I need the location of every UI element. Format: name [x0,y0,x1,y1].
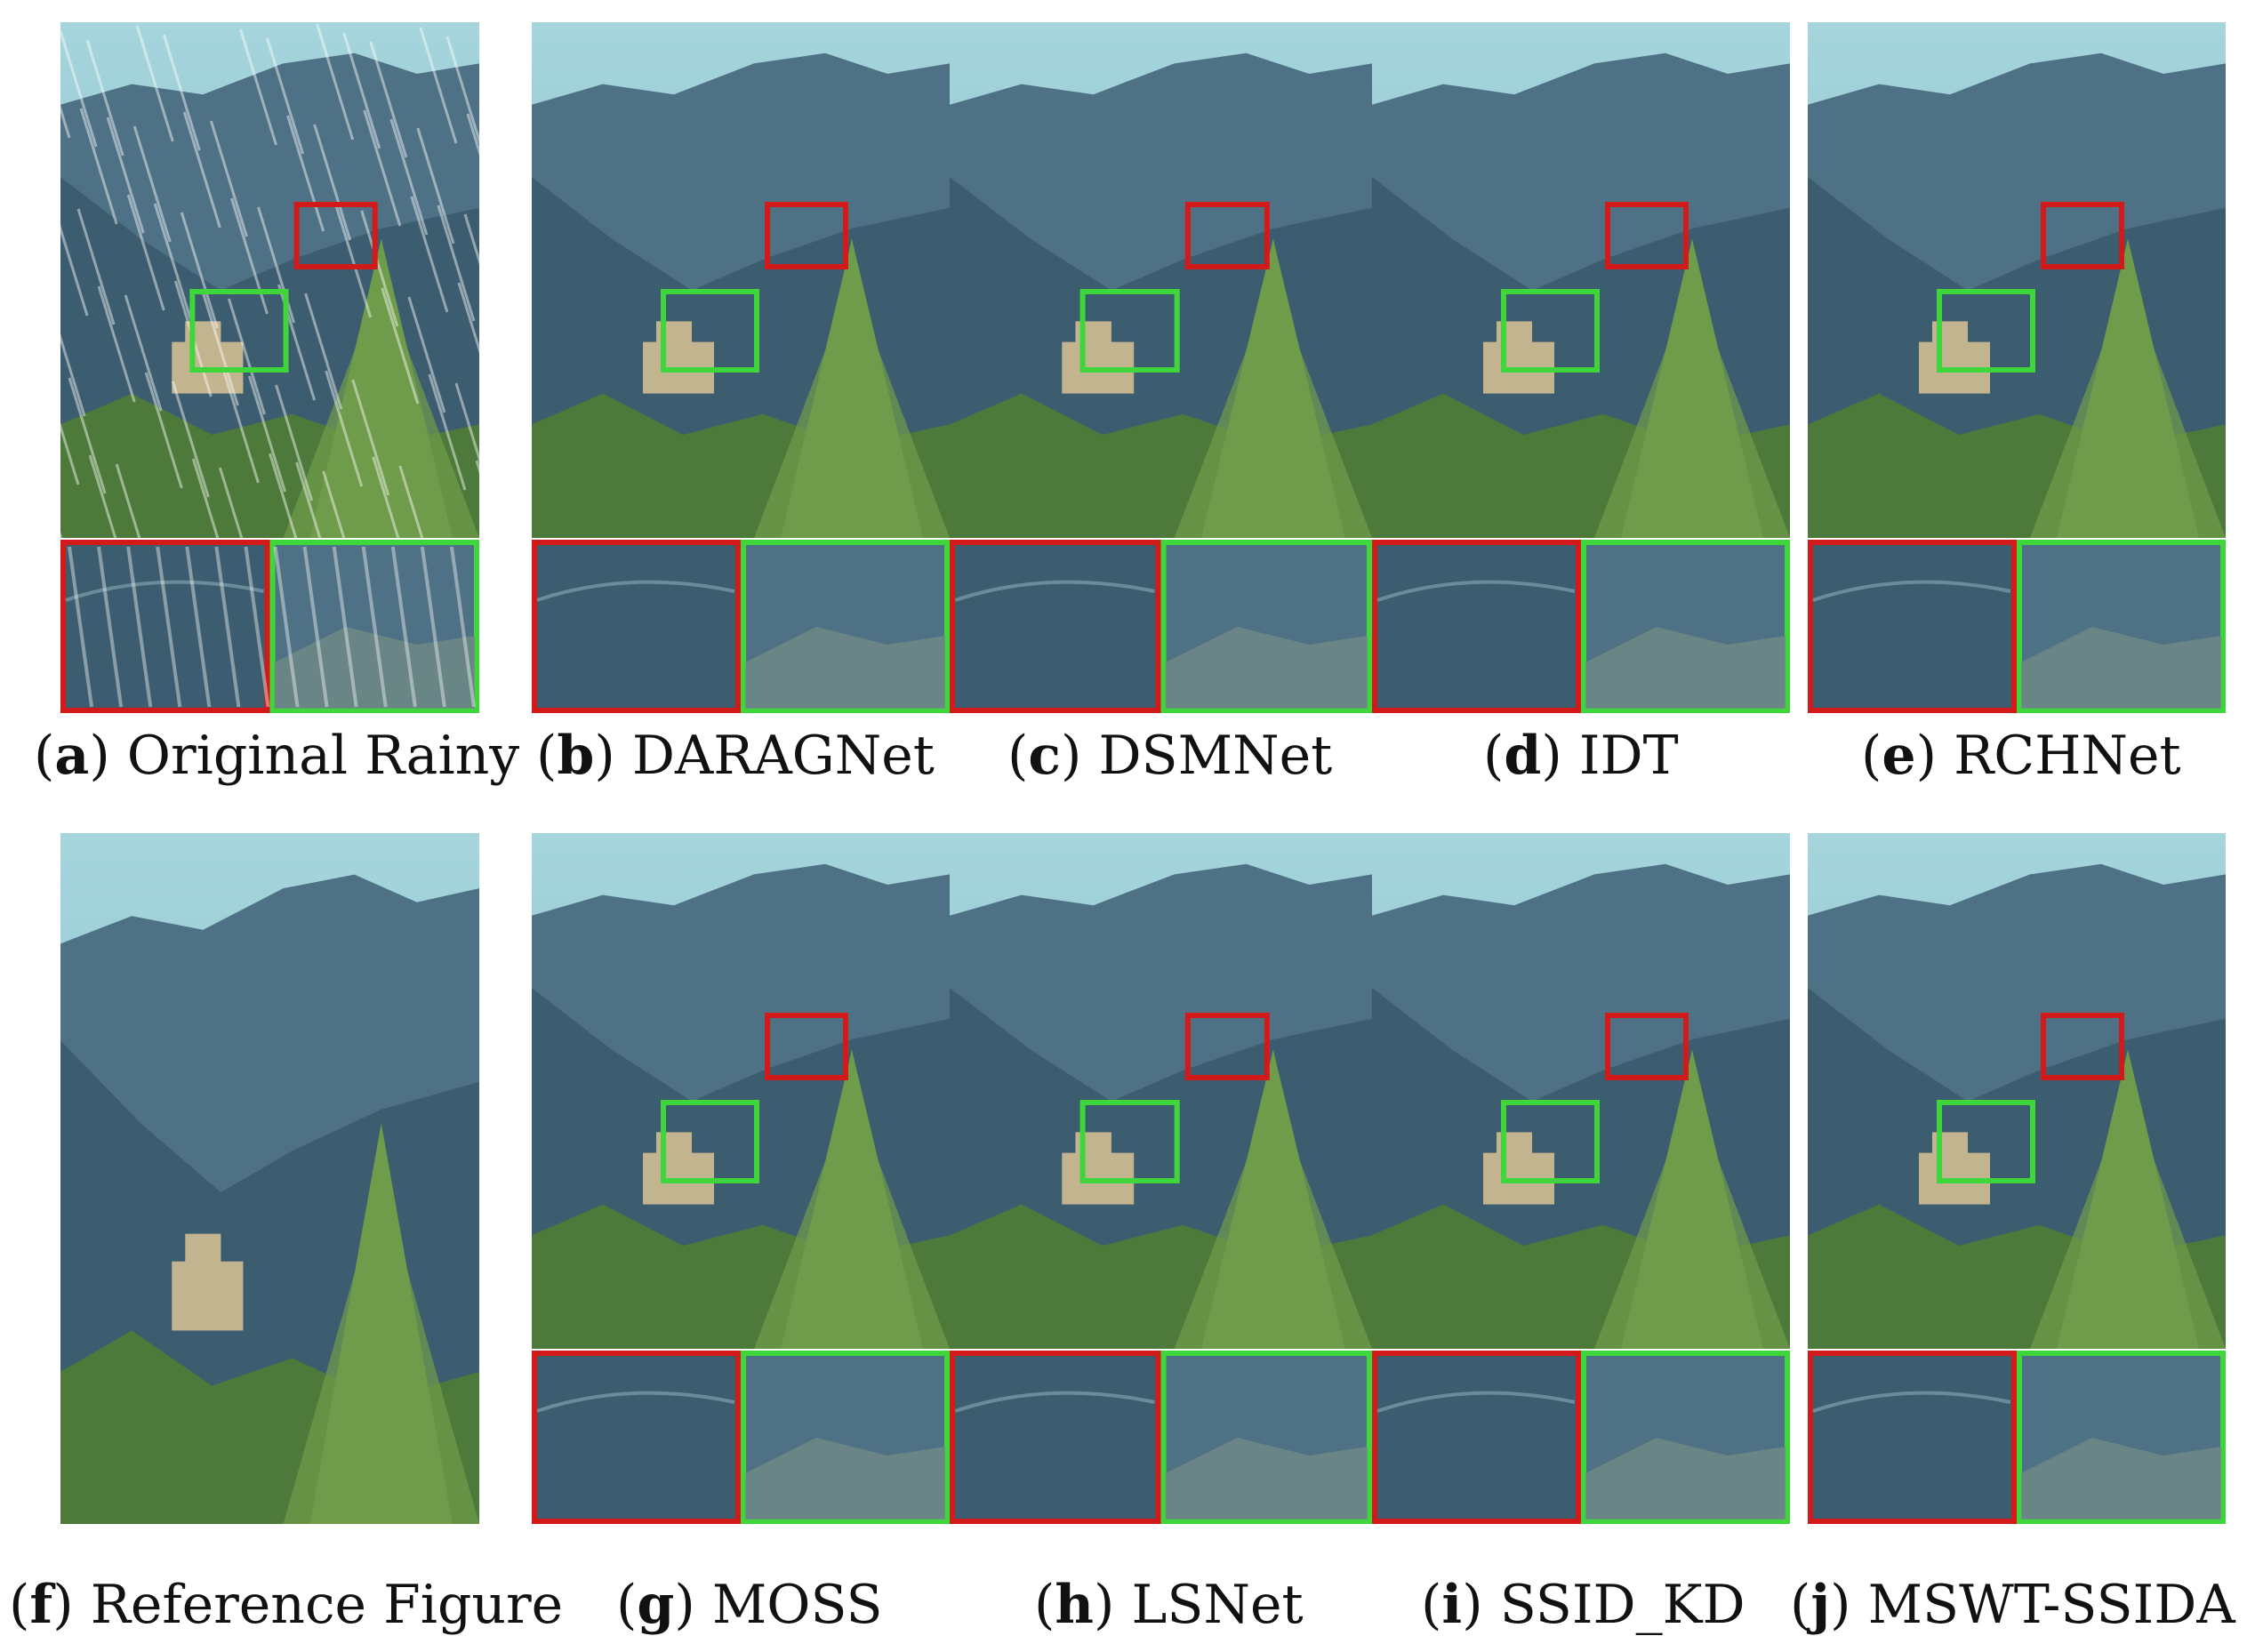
panel-a-image [60,22,479,713]
panel-i-image [1372,833,1790,1524]
landscape-scene [532,22,950,713]
panel-b-image [532,22,950,713]
landscape-scene [950,22,1372,713]
panel-c-image [950,22,1372,713]
panel-j-image [1808,833,2226,1524]
caption-g: (g) MOSS [616,1574,883,1636]
caption-f: (f) Reference Figure [9,1574,564,1636]
landscape-scene [532,833,950,1524]
panel-h-image [950,833,1372,1524]
landscape-scene [950,833,1372,1524]
landscape-scene [1808,833,2226,1524]
panel-d-image [1372,22,1790,713]
caption-j: (j) MSWT-SSIDA [1790,1574,2235,1636]
caption-b: (b) DARAGNet [536,725,935,787]
caption-e: (e) RCHNet [1861,725,2181,787]
landscape-scene [1372,22,1790,713]
landscape-scene [60,833,479,1524]
caption-d: (d) IDT [1483,725,1679,787]
panel-g-image [532,833,950,1524]
caption-a: (a) Original Rainy [34,725,520,787]
caption-h: (h) LSNet [1034,1574,1304,1636]
landscape-scene [1808,22,2226,713]
panel-f-image [60,833,479,1524]
caption-c: (c) DSMNet [1007,725,1333,787]
landscape-scene [60,22,479,713]
landscape-scene [1372,833,1790,1524]
caption-i: (i) SSID_KD [1421,1574,1745,1636]
panel-e-image [1808,22,2226,713]
